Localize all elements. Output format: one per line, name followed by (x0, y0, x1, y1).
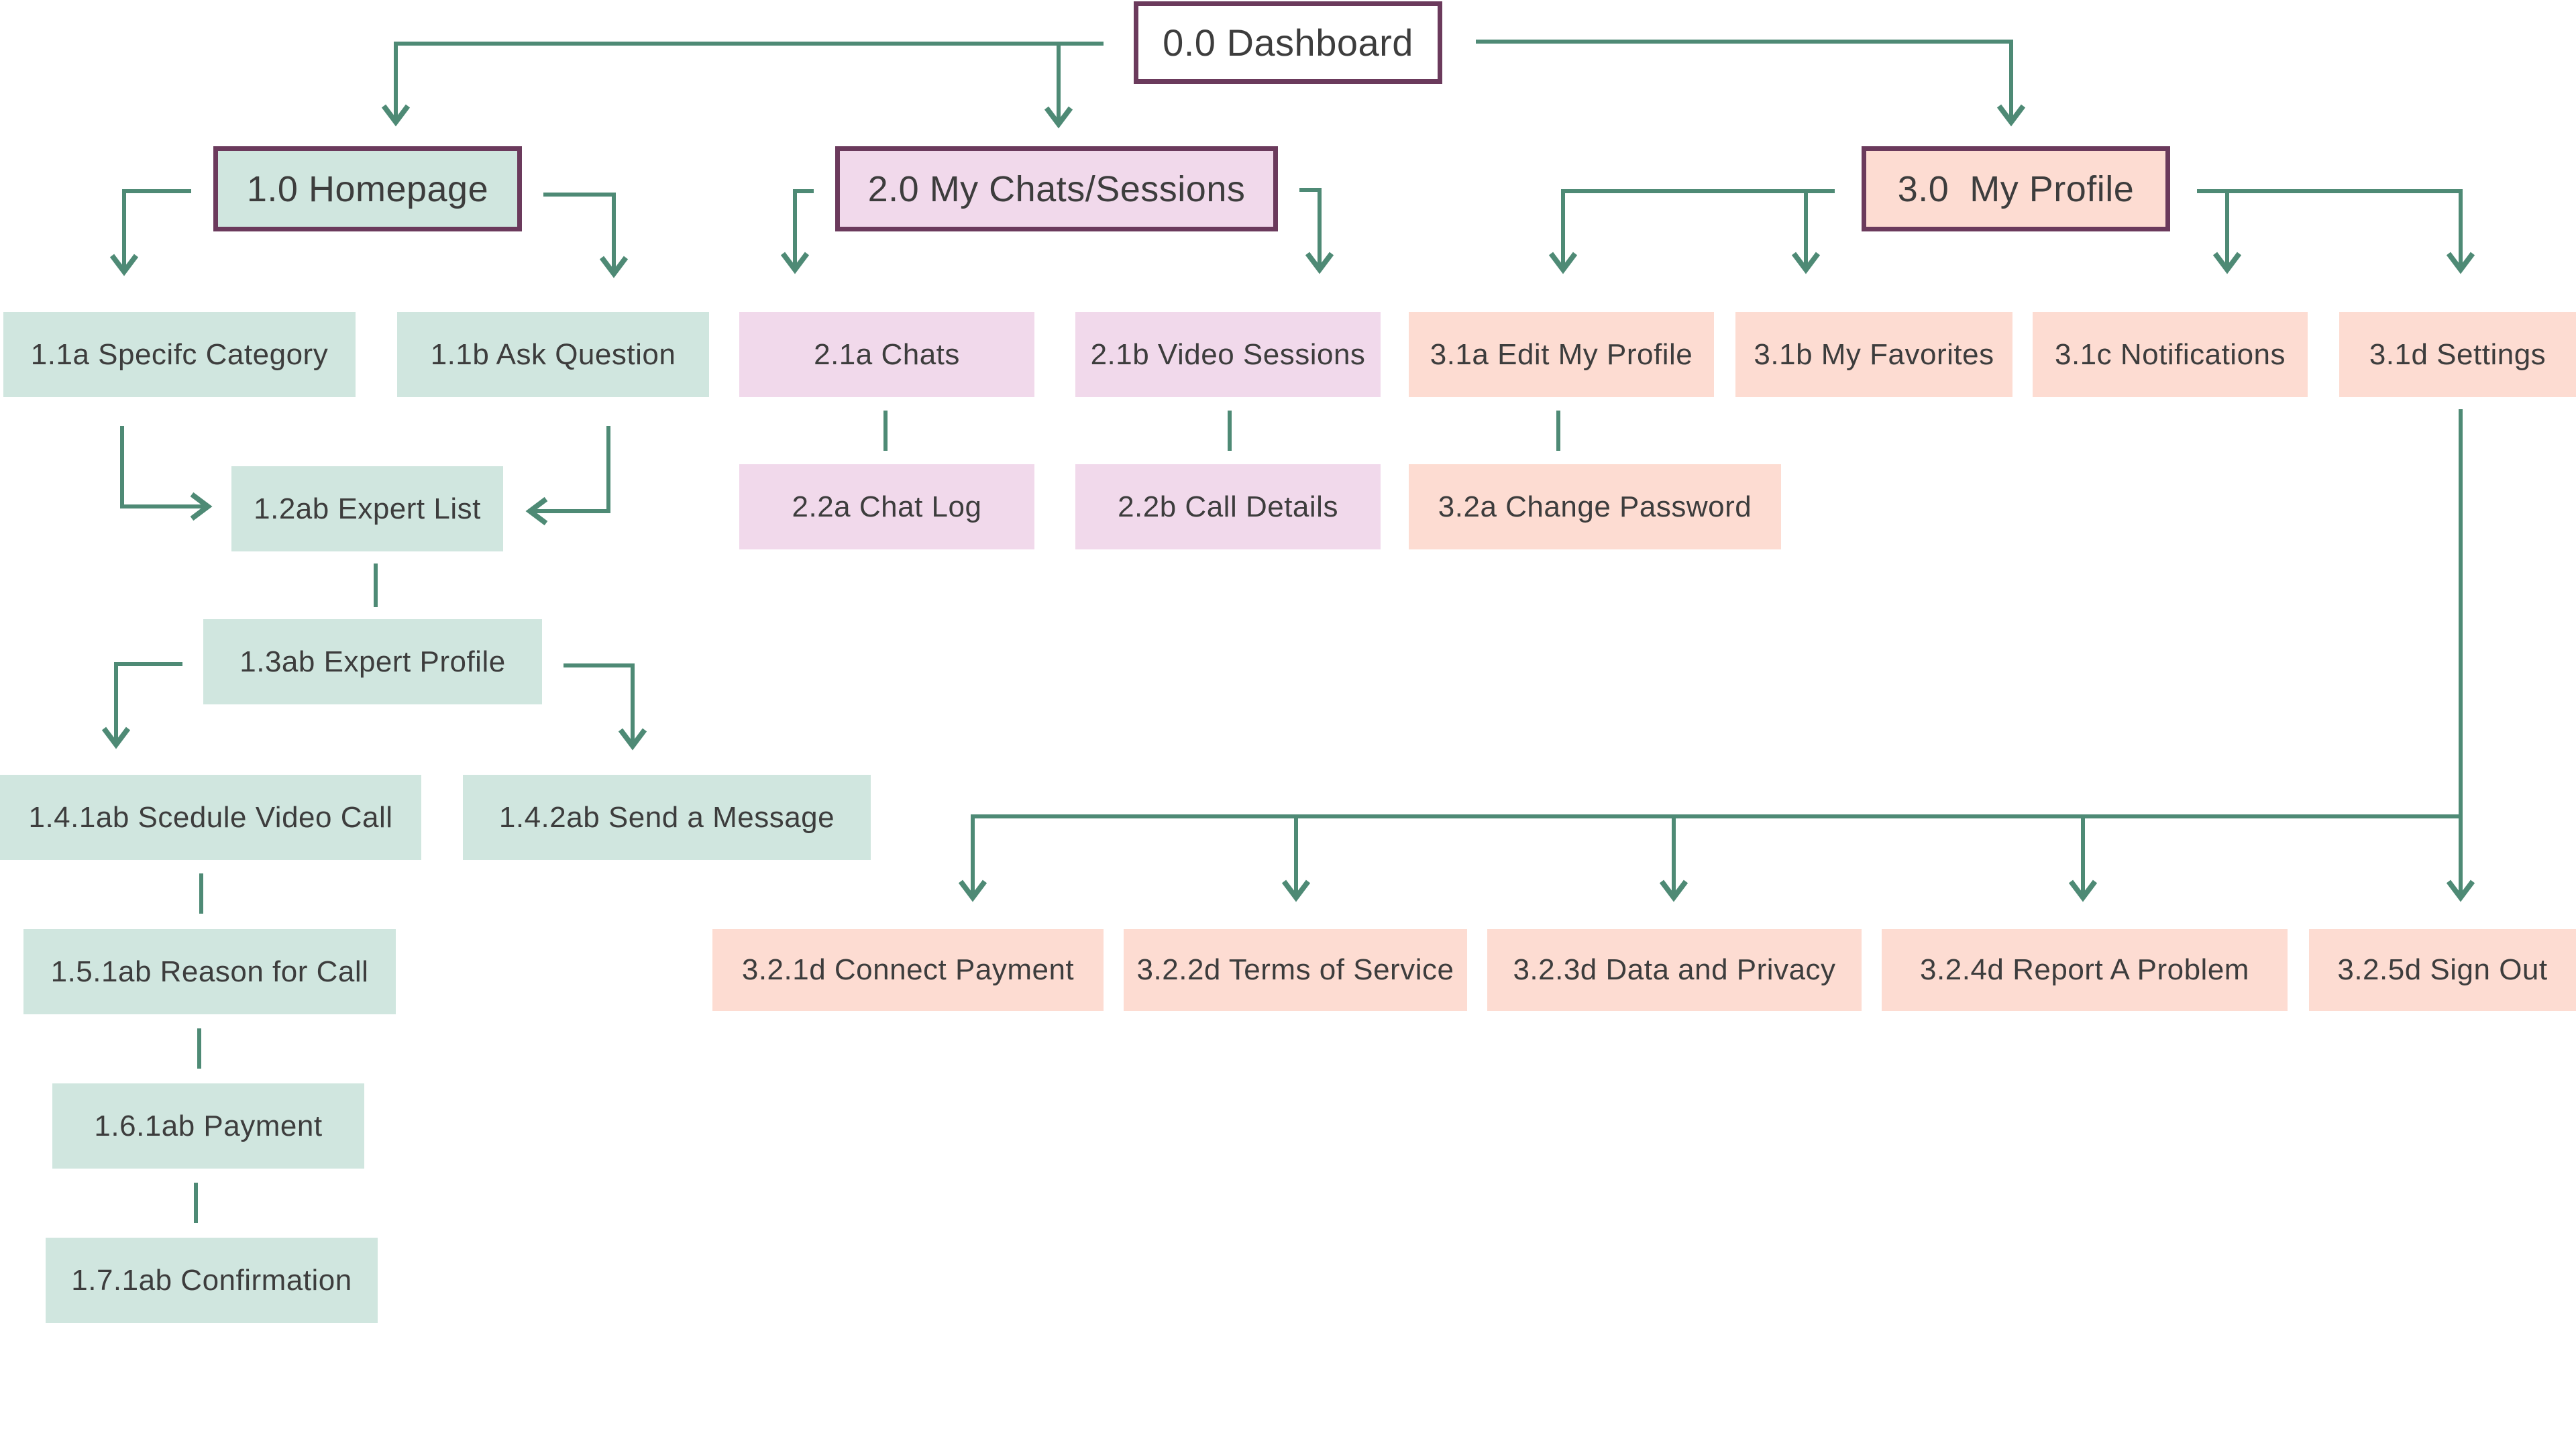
connector-dashboard-profile (1476, 40, 2026, 127)
node-confirmation-label: 1.7.1ab Confirmation (71, 1263, 352, 1297)
connector-profile-message (564, 663, 647, 751)
node-chat-log-label: 2.2a Chat Log (792, 490, 982, 523)
node-send-message-label: 1.4.2ab Send a Message (498, 800, 835, 834)
connector-settings-hbar (958, 814, 2461, 902)
node-chats-sessions-label: 2.0 My Chats/Sessions (867, 168, 1246, 209)
node-payment[interactable]: 1.6.1ab Payment (52, 1083, 364, 1169)
node-video-sessions[interactable]: 2.1b Video Sessions (1075, 312, 1381, 397)
node-my-profile-label: 3.0 My Profile (1897, 168, 2135, 209)
connector-homepage-category (109, 189, 191, 276)
node-send-message[interactable]: 1.4.2ab Send a Message (463, 775, 871, 860)
connector-ask-expertlist (525, 426, 610, 526)
node-expert-list[interactable]: 1.2ab Expert List (231, 466, 503, 551)
node-specific-category-label: 1.1a Specifc Category (30, 337, 329, 371)
node-expert-profile[interactable]: 1.3ab Expert Profile (203, 619, 542, 704)
node-reason-for-call[interactable]: 1.5.1ab Reason for Call (23, 929, 396, 1014)
node-ask-question-label: 1.1b Ask Question (430, 337, 676, 371)
node-terms-of-service[interactable]: 3.2.2d Terms of Service (1124, 929, 1467, 1011)
node-dashboard[interactable]: 0.0 Dashboard (1134, 1, 1442, 84)
node-confirmation[interactable]: 1.7.1ab Confirmation (46, 1238, 378, 1323)
node-edit-profile[interactable]: 3.1a Edit My Profile (1409, 312, 1714, 397)
node-call-details-label: 2.2b Call Details (1118, 490, 1338, 523)
node-chats-label: 2.1a Chats (814, 337, 960, 371)
node-chats-sessions[interactable]: 2.0 My Chats/Sessions (835, 146, 1278, 231)
node-sign-out[interactable]: 3.2.5d Sign Out (2309, 929, 2576, 1011)
node-report-problem[interactable]: 3.2.4d Report A Problem (1882, 929, 2288, 1011)
node-terms-of-service-label: 3.2.2d Terms of Service (1136, 953, 1454, 986)
node-schedule-video-call-label: 1.4.1ab Scedule Video Call (28, 800, 393, 834)
node-data-privacy-label: 3.2.3d Data and Privacy (1513, 953, 1836, 986)
connector-profile-hbar (1548, 189, 1835, 274)
node-settings-label: 3.1d Settings (2369, 337, 2546, 371)
connector-chats-chats (780, 189, 814, 274)
node-my-favorites[interactable]: 3.1b My Favorites (1735, 312, 2012, 397)
node-chat-log[interactable]: 2.2a Chat Log (739, 464, 1034, 549)
node-notifications[interactable]: 3.1c Notifications (2033, 312, 2308, 397)
connector-category-expertlist (120, 426, 213, 521)
node-edit-profile-label: 3.1a Edit My Profile (1430, 337, 1693, 371)
connector-homepage-ask (543, 193, 629, 278)
node-connect-payment-label: 3.2.1d Connect Payment (741, 953, 1075, 986)
node-specific-category[interactable]: 1.1a Specifc Category (3, 312, 356, 397)
node-dashboard-label: 0.0 Dashboard (1163, 21, 1413, 64)
node-homepage[interactable]: 1.0 Homepage (213, 146, 522, 231)
connector-chats-video (1299, 188, 1334, 274)
node-expert-profile-label: 1.3ab Expert Profile (239, 645, 506, 678)
node-notifications-label: 3.1c Notifications (2054, 337, 2286, 371)
node-video-sessions-label: 2.1b Video Sessions (1090, 337, 1366, 371)
node-my-profile[interactable]: 3.0 My Profile (1862, 146, 2170, 231)
node-expert-list-label: 1.2ab Expert List (254, 492, 481, 525)
node-call-details[interactable]: 2.2b Call Details (1075, 464, 1381, 549)
node-connect-payment[interactable]: 3.2.1d Connect Payment (712, 929, 1104, 1011)
node-change-password[interactable]: 3.2a Change Password (1409, 464, 1781, 549)
node-sign-out-label: 3.2.5d Sign Out (2337, 953, 2548, 986)
node-report-problem-label: 3.2.4d Report A Problem (1920, 953, 2249, 986)
node-data-privacy[interactable]: 3.2.3d Data and Privacy (1487, 929, 1862, 1011)
node-schedule-video-call[interactable]: 1.4.1ab Scedule Video Call (0, 775, 421, 860)
node-ask-question[interactable]: 1.1b Ask Question (397, 312, 709, 397)
node-settings[interactable]: 3.1d Settings (2339, 312, 2576, 397)
connector-profile-schedule (101, 662, 182, 749)
node-reason-for-call-label: 1.5.1ab Reason for Call (50, 955, 369, 988)
connector-dashboard-homepage (381, 42, 1104, 127)
node-payment-label: 1.6.1ab Payment (94, 1109, 323, 1142)
node-homepage-label: 1.0 Homepage (246, 168, 489, 209)
node-my-favorites-label: 3.1b My Favorites (1754, 337, 1994, 371)
connector-profile-right (2197, 189, 2475, 274)
node-change-password-label: 3.2a Change Password (1438, 490, 1752, 523)
node-chats[interactable]: 2.1a Chats (739, 312, 1034, 397)
